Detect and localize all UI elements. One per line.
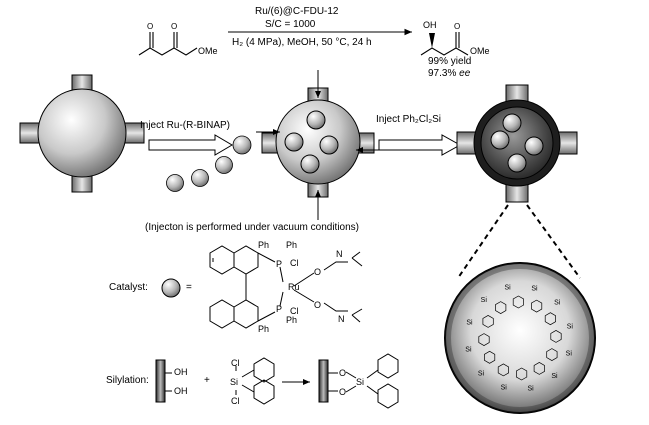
silylation-si-2: Si (356, 377, 365, 387)
sc-ratio: S/C = 1000 (265, 19, 316, 30)
surface-phenyl-ring (546, 348, 558, 362)
loose-catalyst-balls (166, 135, 252, 192)
catalyst-atom-11: O (314, 267, 322, 277)
catalyst-atom-12: O (314, 300, 322, 310)
zoom-lines (457, 204, 581, 279)
catalyst-line: Ru/(6)@C-FDU-12 (255, 6, 339, 17)
catalyst-atom-6: Ph (258, 324, 270, 334)
catalyst-atom-10: N (338, 314, 345, 324)
product-oh: OH (423, 20, 437, 30)
silylation-plus: + (204, 375, 210, 386)
surface-phenyl-ring (533, 361, 545, 375)
catalyst-ball-icon (161, 278, 181, 298)
surface-si-label: Si (554, 300, 561, 307)
surface-si-label: Si (478, 370, 485, 377)
inject-si-label: Inject Ph₂Cl₂Si (376, 114, 442, 125)
surface-phenyl-ring (544, 312, 556, 326)
surface-phenyl-ring (512, 295, 524, 309)
yield-text: 99% yield (428, 56, 472, 67)
reaction-scheme: O O O (138, 22, 469, 56)
surface-si-label: Si (504, 284, 511, 291)
catalyst-atom-4: P (276, 259, 283, 269)
surface-si-label: Si (566, 350, 573, 357)
silylation-oh-2: OH (174, 386, 188, 396)
catalyst-atom-1: Ph (286, 240, 298, 250)
surface-si-label: Si (481, 297, 488, 304)
catalyst-equals: = (186, 282, 192, 293)
catalyst-atom-0: Ph (258, 240, 270, 250)
catalyst-atom-5: P (276, 304, 283, 314)
catalyst-label: Catalyst: (109, 282, 148, 293)
catalyst-atom-7: Ph (286, 315, 298, 325)
injection-arrows (256, 70, 380, 220)
catalyst-atom-9: N (336, 249, 343, 259)
surface-si-label: Si (531, 285, 538, 292)
inject-si-arrow (378, 134, 462, 156)
product-structure (420, 32, 469, 56)
inject-ru-label: Inject Ru-(R-BINAP) (140, 120, 231, 131)
surface-si-label: Si (466, 320, 473, 327)
product-o: O (454, 22, 460, 31)
inject-ru-arrow (148, 134, 233, 156)
surface-si-label: Si (551, 373, 558, 380)
surface-phenyl-ring (497, 363, 509, 377)
surface-phenyl-ring (495, 301, 507, 315)
substrate-o1: O (147, 22, 153, 31)
surface-phenyl-ring (484, 350, 496, 364)
substrate-o2: O (171, 22, 177, 31)
surface-phenyl-ring (550, 329, 562, 343)
catalyst-structure (161, 245, 363, 329)
surface-phenyl-ring (482, 314, 494, 328)
surface-si-label: Si (465, 347, 472, 354)
silylation-scheme (155, 353, 399, 409)
silylation-cl-1: Cl (231, 358, 240, 368)
substrate-structure (138, 32, 198, 56)
silylation-o-2: O (339, 387, 347, 397)
reaction-conditions: H₂ (4 MPa), MeOH, 50 °C, 24 h (232, 37, 372, 48)
surface-phenyl-ring (478, 333, 490, 347)
substrate-ome: OMe (198, 46, 218, 56)
silylation-label: Silylation: (106, 375, 149, 386)
catalyst-atom-2: Cl (290, 258, 299, 268)
catalyst-atom-8: Cl (290, 306, 299, 316)
silylation-si-1: Si (230, 377, 239, 387)
silylation-oh-1: OH (174, 367, 188, 377)
surface-phenyl-ring (516, 367, 528, 381)
surface-phenyl-ring (531, 299, 543, 313)
surface-si-label: Si (528, 386, 535, 393)
surface-si-label: Si (501, 385, 508, 392)
carrier-bare (19, 74, 145, 193)
silylation-o-1: O (339, 368, 347, 378)
silylation-cl-2: Cl (231, 396, 240, 406)
carrier-silylated (456, 84, 578, 203)
surface-si-label: Si (567, 323, 574, 330)
catalyst-atom-3: Ru (288, 282, 300, 292)
ee-text: 97.3% ee (428, 68, 471, 79)
product-ome: OMe (470, 46, 490, 56)
vacuum-note: (Injecton is performed under vacuum cond… (145, 222, 359, 233)
carrier-loaded (261, 87, 375, 198)
